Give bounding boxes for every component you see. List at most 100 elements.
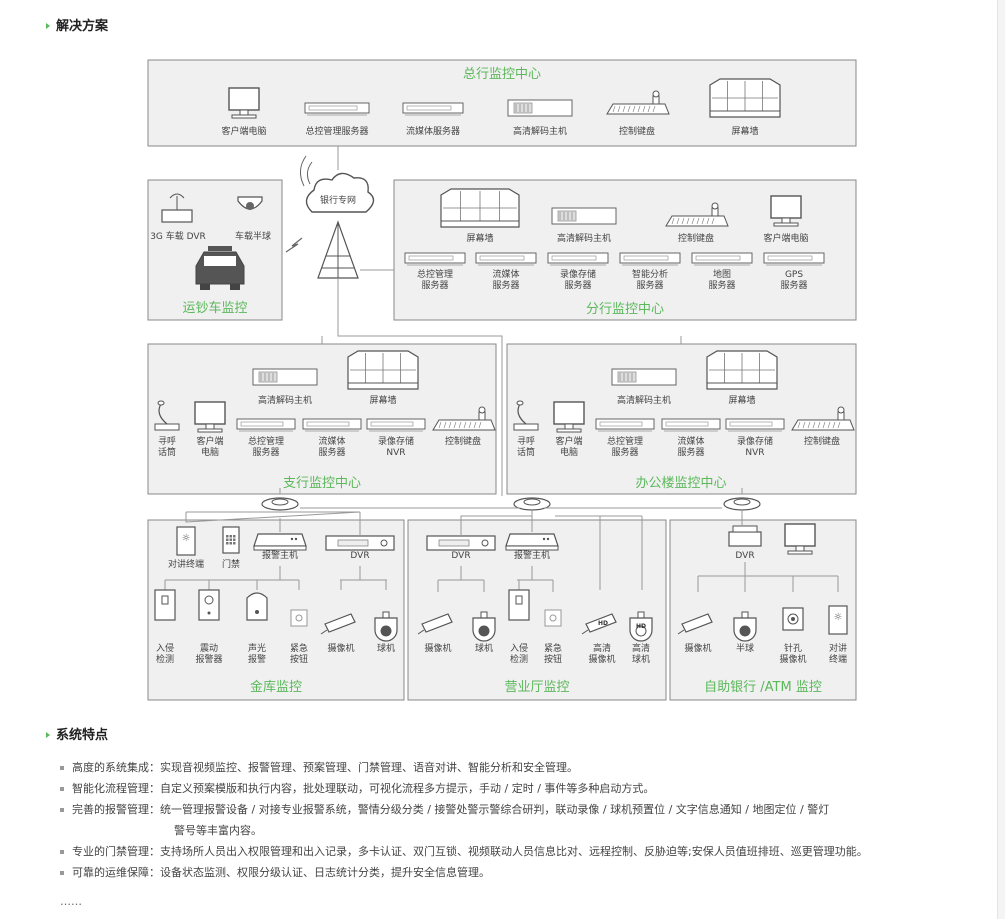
branch-server-label: 服务器 [708,279,735,291]
branch-server-label: 服务器 [492,279,519,291]
sub-branch-device-label: 寻呼 [158,436,176,447]
svg-text:☼: ☼ [834,612,843,623]
network-switch-icon [513,497,551,511]
office-device-label: 录像存储 [737,435,773,447]
hall-device-label: 按钮 [544,653,562,665]
video-wall-icon [706,350,778,390]
sub-branch-device-label: 服务器 [318,446,345,458]
server-icon [725,418,785,432]
self-service-atm-box [669,519,857,701]
branch-device-label: 客户端电脑 [763,232,808,244]
feature-item: 完善的报警管理：统一管理报警设备 / 对接专业报警系统，警情分级分类 / 接警处… [60,799,960,820]
alarm-host-icon [505,533,559,551]
office-device-label: 总控管理 [607,435,643,447]
atm-device-label: 摄像机 [684,642,711,654]
pinhole-camera-icon [782,607,804,631]
hq-device-label: 流媒体服务器 [406,125,460,137]
branch-device-label: 高清解码主机 [557,232,611,244]
vault-device-label: 报警主机 [262,549,298,561]
feature-item-continued: 警号等丰富内容。 [174,824,262,837]
server-icon [547,252,609,266]
hall-device-label: 高清 [593,642,611,654]
keyboard-icon [606,90,670,115]
cash-truck-device-label: 车载半球 [235,230,271,242]
monitor-icon [770,195,802,227]
ptz-camera-icon [472,611,496,642]
branch-server-label: 总控管理 [417,268,453,280]
server-icon [475,252,537,266]
hd-badge: HD [598,620,608,627]
vault-device-label: 检测 [156,653,174,665]
sub-branch-device-label: 服务器 [252,446,279,458]
office-device-label: 控制键盘 [804,435,840,447]
hall-title: 营业厅监控 [504,680,569,695]
branch-server-label: 地图 [713,268,731,280]
hall-device-label: 球机 [632,653,650,665]
hd-badge: HD [636,623,646,630]
monitor-icon [553,401,585,433]
access-control-icon [222,526,240,554]
server-icon [402,102,464,116]
sub-branch-device-label: 总控管理 [248,435,284,447]
hd-ptz-camera-icon [629,611,653,642]
scrollbar-track[interactable] [997,0,1005,919]
vehicle-dome-camera-icon [237,196,263,210]
server-icon [404,252,466,266]
sub-branch-title: 支行监控中心 [283,476,361,491]
hall-device-label: 摄像机 [424,642,451,654]
branch-server-label: 服务器 [421,279,448,291]
bullet-arrow-icon [46,731,50,738]
hall-device-label: 检测 [510,653,528,665]
feature-item: 可靠的运维保障：设备状态监测、权限分级认证、日志统计分类，提升安全信息管理。 [60,862,960,883]
feature-item: 专业的门禁管理：支持场所人员出入权限管理和出入记录，多卡认证、双门互锁、视频联动… [60,841,960,862]
bullet-camera-icon [320,613,356,635]
server-icon [619,252,681,266]
siren-icon [246,592,268,621]
signal-waves-icon [306,161,313,185]
intrusion-sensor-icon [508,589,530,621]
sub-branch-device-label: 话筒 [158,446,176,458]
branch-device-label: 控制键盘 [678,232,714,244]
solution-heading: 解决方案 [46,15,108,34]
sub-branch-device-label: 录像存储 [378,435,414,447]
bank-network-label: 银行专网 [320,194,356,206]
bank-network-cloud-icon [305,172,375,213]
monitor-icon [228,87,260,119]
connector-line [185,511,361,523]
server-icon [763,252,825,266]
branch-device-label: 屏幕墙 [466,232,493,244]
vault-device-label: 入侵 [156,642,174,654]
network-diagram: 总行监控中心客户端电脑总控管理服务器流媒体服务器高清解码主机控制键盘屏幕墙银行专… [147,59,857,701]
signal-waves-icon [300,155,307,187]
lightning-icon [285,237,303,253]
branch-title: 分行监控中心 [586,302,664,317]
branch-server-label: 服务器 [636,279,663,291]
hd-bullet-camera-icon [581,613,617,635]
decoder-icon [551,207,617,225]
vehicle-dvr-icon [161,193,193,223]
sub-branch-device-label: 客户端 [196,435,223,447]
connector-line [460,515,532,536]
sub-branch-device-label: 流媒体 [318,435,345,447]
network-switch-icon [723,497,761,511]
hall-device-label: 球机 [475,642,493,654]
vibration-alarm-icon [198,589,220,621]
panic-button-icon [544,609,562,627]
intercom-terminal-icon: ☼ [828,605,848,635]
office-device-label: 服务器 [677,446,704,458]
office-device-label: 话筒 [517,446,535,458]
hall-device-label: 报警主机 [514,549,550,561]
atm-device-label: 摄像机 [779,653,806,665]
hall-device-label: 紧急 [544,642,562,654]
office-title: 办公楼监控中心 [635,476,726,491]
intrusion-sensor-icon [154,589,176,621]
vault-device-label: 球机 [377,642,395,654]
server-icon [366,418,426,432]
office-device-label: 高清解码主机 [617,394,671,406]
office-device-label: 屏幕墙 [728,394,755,406]
decoder-icon [611,368,677,386]
vault-device-label: 报警器 [195,653,222,665]
atm-device-label: 终端 [829,653,847,665]
antenna-tower-icon [317,220,359,279]
hq-device-label: 高清解码主机 [513,125,567,137]
